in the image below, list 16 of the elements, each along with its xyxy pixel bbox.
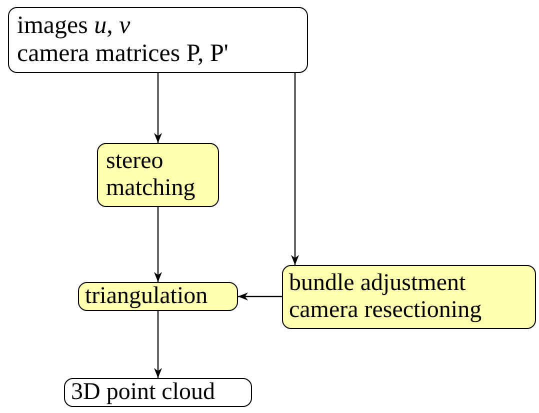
node-text: camera matrices P, P' bbox=[17, 40, 230, 68]
process-box bbox=[78, 282, 238, 311]
arrow bbox=[154, 207, 162, 282]
process-box bbox=[97, 143, 219, 207]
arrow bbox=[238, 292, 282, 300]
arrow bbox=[154, 73, 162, 143]
node-text: stereo matching bbox=[106, 148, 196, 202]
data-box bbox=[8, 7, 308, 73]
arrow bbox=[291, 73, 299, 265]
data-box bbox=[64, 378, 252, 407]
process-box bbox=[282, 265, 536, 329]
node-text: images u, v bbox=[17, 12, 132, 40]
node-text: bundle adjustment camera resectioning bbox=[289, 270, 483, 324]
node-text: 3D point cloud bbox=[71, 379, 216, 406]
node-text: triangulation bbox=[85, 283, 209, 310]
arrow bbox=[154, 311, 162, 378]
